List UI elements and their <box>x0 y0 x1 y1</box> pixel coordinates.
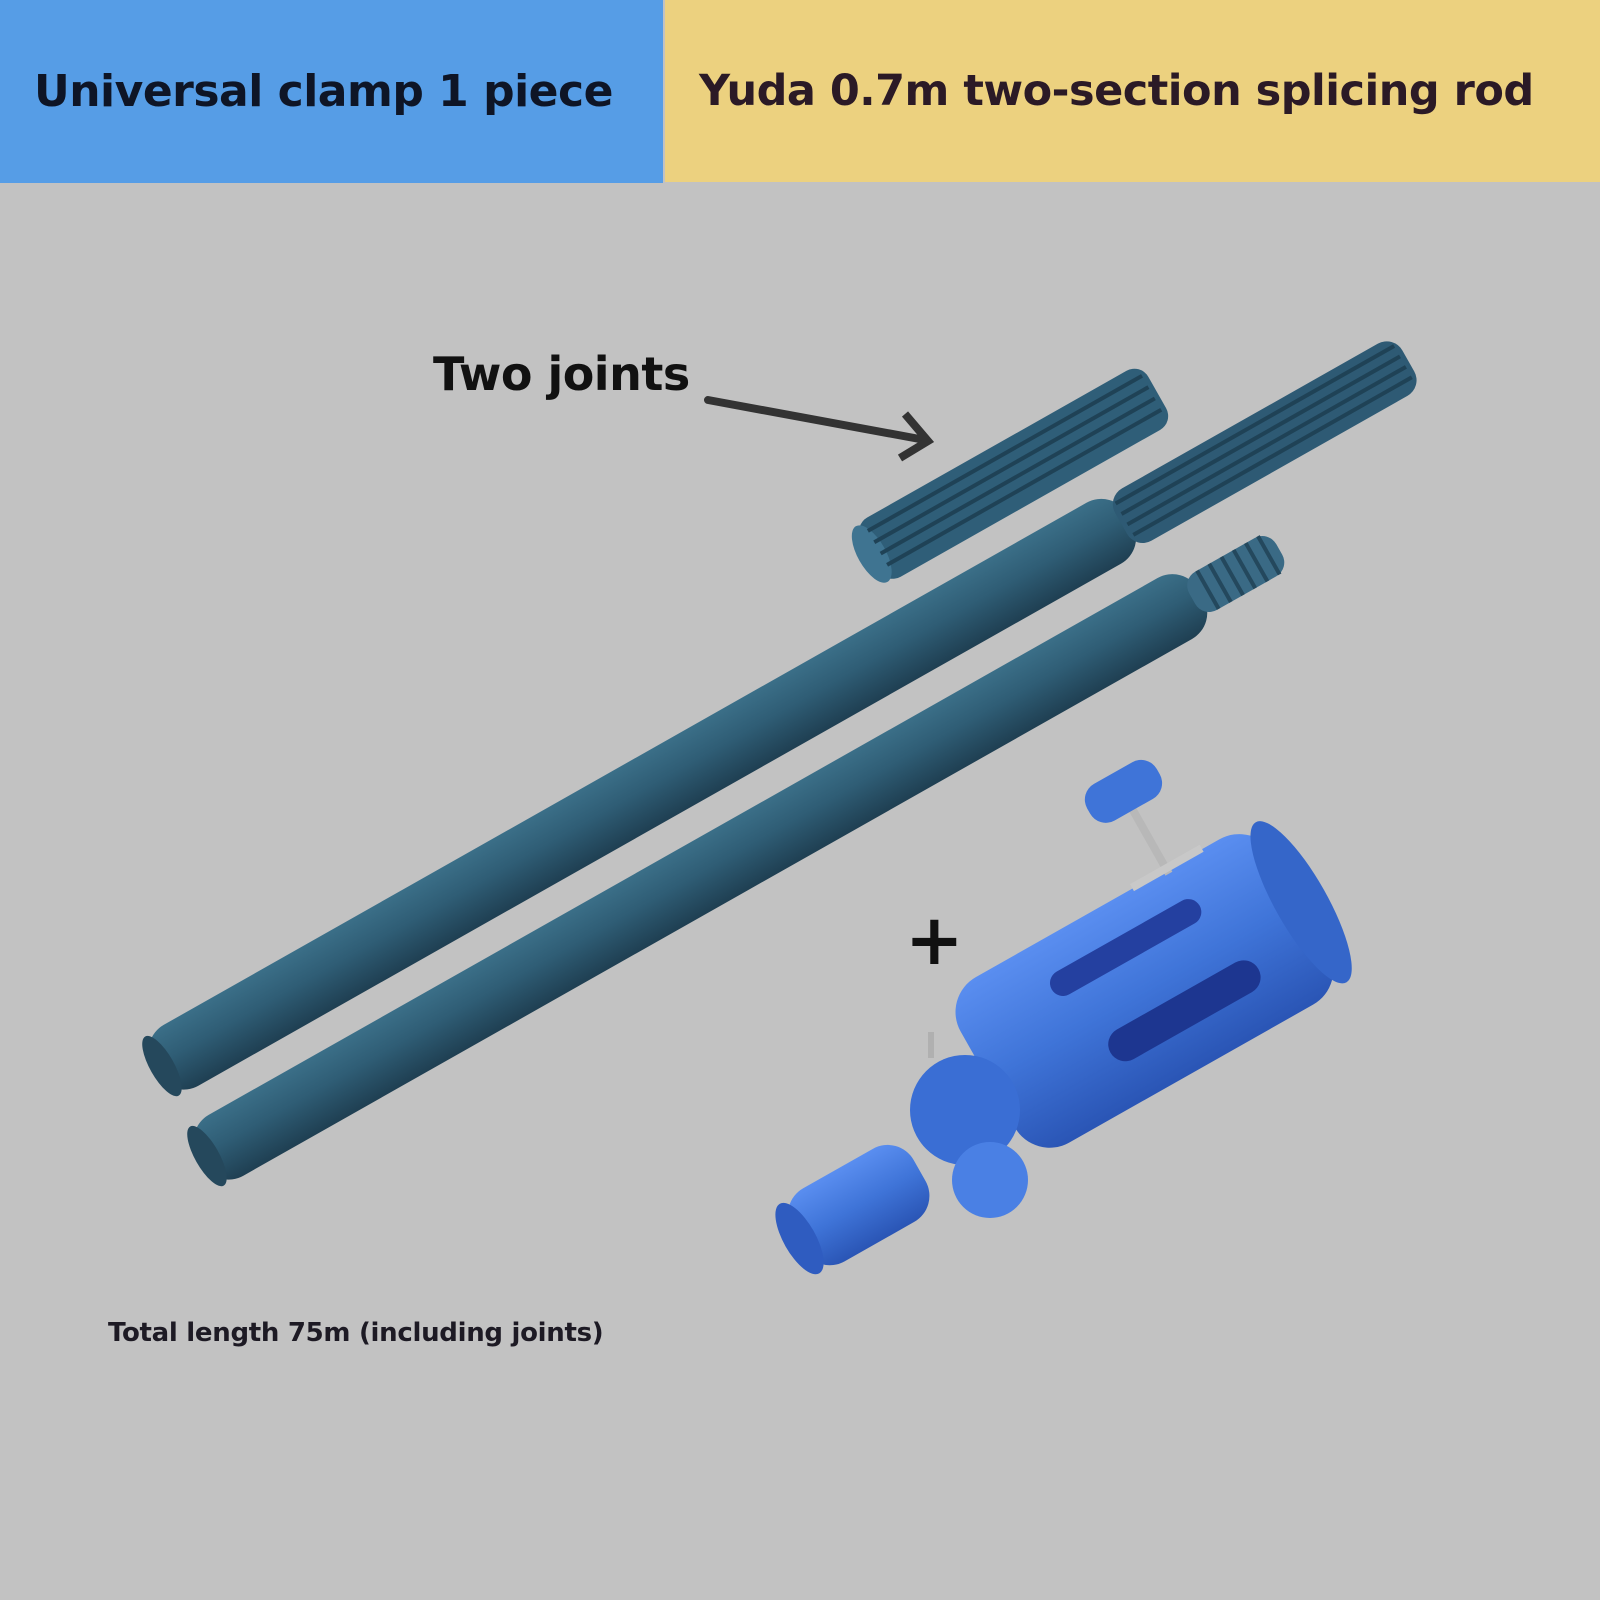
universal-clamp <box>775 759 1352 1275</box>
threaded-tip <box>1187 535 1285 612</box>
arrow-right-down-icon <box>704 396 935 462</box>
rod-title: Yuda 0.7m two-section splicing rod <box>699 66 1534 116</box>
rod-section-lower <box>187 535 1285 1187</box>
header-banner-rod: Yuda 0.7m two-section splicing rod <box>665 0 1600 182</box>
length-caption: Total length 75m (including joints) <box>108 1318 604 1348</box>
joint-ribbed-loose <box>851 368 1169 583</box>
joints-callout-label: Two joints <box>433 347 690 401</box>
plus-sign: + <box>905 899 964 981</box>
clamp-title: Universal clamp 1 piece <box>34 66 613 117</box>
rod-section-upper <box>142 341 1417 1097</box>
joint-ribbed-attached <box>1112 341 1417 543</box>
header-banner-clamp: Universal clamp 1 piece <box>0 0 663 183</box>
